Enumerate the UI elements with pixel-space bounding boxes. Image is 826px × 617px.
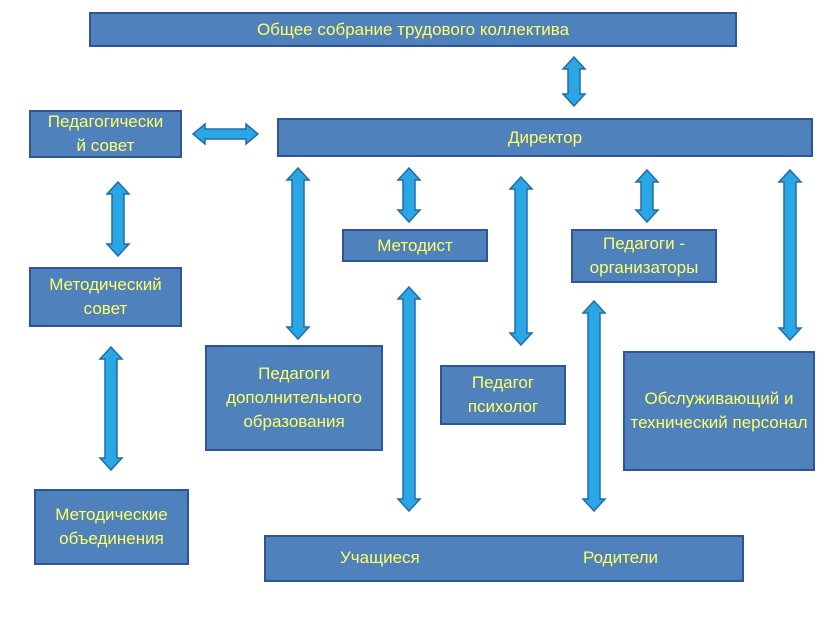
methodist-box[interactable]: Методист xyxy=(342,229,488,262)
methodical-council-label: Методический совет xyxy=(49,275,162,318)
organizers-box[interactable]: Педагоги -организаторы xyxy=(571,229,717,283)
arrow-meeting-director xyxy=(561,55,587,108)
arrow-director-service-staff xyxy=(777,168,803,342)
students-label: Учащиеся xyxy=(340,548,420,567)
psychologist-label: Педагог психолог xyxy=(467,373,539,416)
arrow-pedcouncil-director xyxy=(191,122,260,146)
psychologist-box[interactable]: Педагог психолог xyxy=(440,365,566,425)
methodical-associations-box[interactable]: Методические объединения xyxy=(34,489,189,565)
arrow-organizers-parents xyxy=(581,299,607,513)
arrow-director-organizers xyxy=(634,168,660,224)
students-parents-box[interactable] xyxy=(264,535,744,582)
arrow-pedcouncil-methodcouncil xyxy=(105,180,131,258)
arrow-methodist-students xyxy=(396,285,422,513)
organizers-label: Педагоги -организаторы xyxy=(589,234,699,277)
arrow-director-methodist xyxy=(396,166,422,224)
service-staff-box[interactable]: Обслуживающий и технический персонал xyxy=(623,351,815,471)
methodist-label: Методист xyxy=(377,235,453,255)
arrow-director-psychologist xyxy=(508,175,534,347)
arrow-director-additional-edu xyxy=(285,166,311,341)
director-label: Директор xyxy=(507,127,583,147)
director-box[interactable]: Директор xyxy=(277,118,813,157)
methodical-council-box[interactable]: Методический совет xyxy=(29,267,182,327)
methodical-associations-label: Методические объединения xyxy=(55,505,168,548)
additional-education-box[interactable]: Педагоги дополнительного образования xyxy=(205,345,383,451)
arrow-methodcouncil-associations xyxy=(98,345,124,472)
general-meeting-label: Общее собрание трудового коллектива xyxy=(256,19,570,39)
additional-education-label: Педагоги дополнительного образования xyxy=(226,364,362,431)
service-staff-label: Обслуживающий и технический персонал xyxy=(630,389,808,432)
parents-label: Родители xyxy=(583,548,658,567)
general-meeting-box[interactable]: Общее собрание трудового коллектива xyxy=(89,12,737,47)
